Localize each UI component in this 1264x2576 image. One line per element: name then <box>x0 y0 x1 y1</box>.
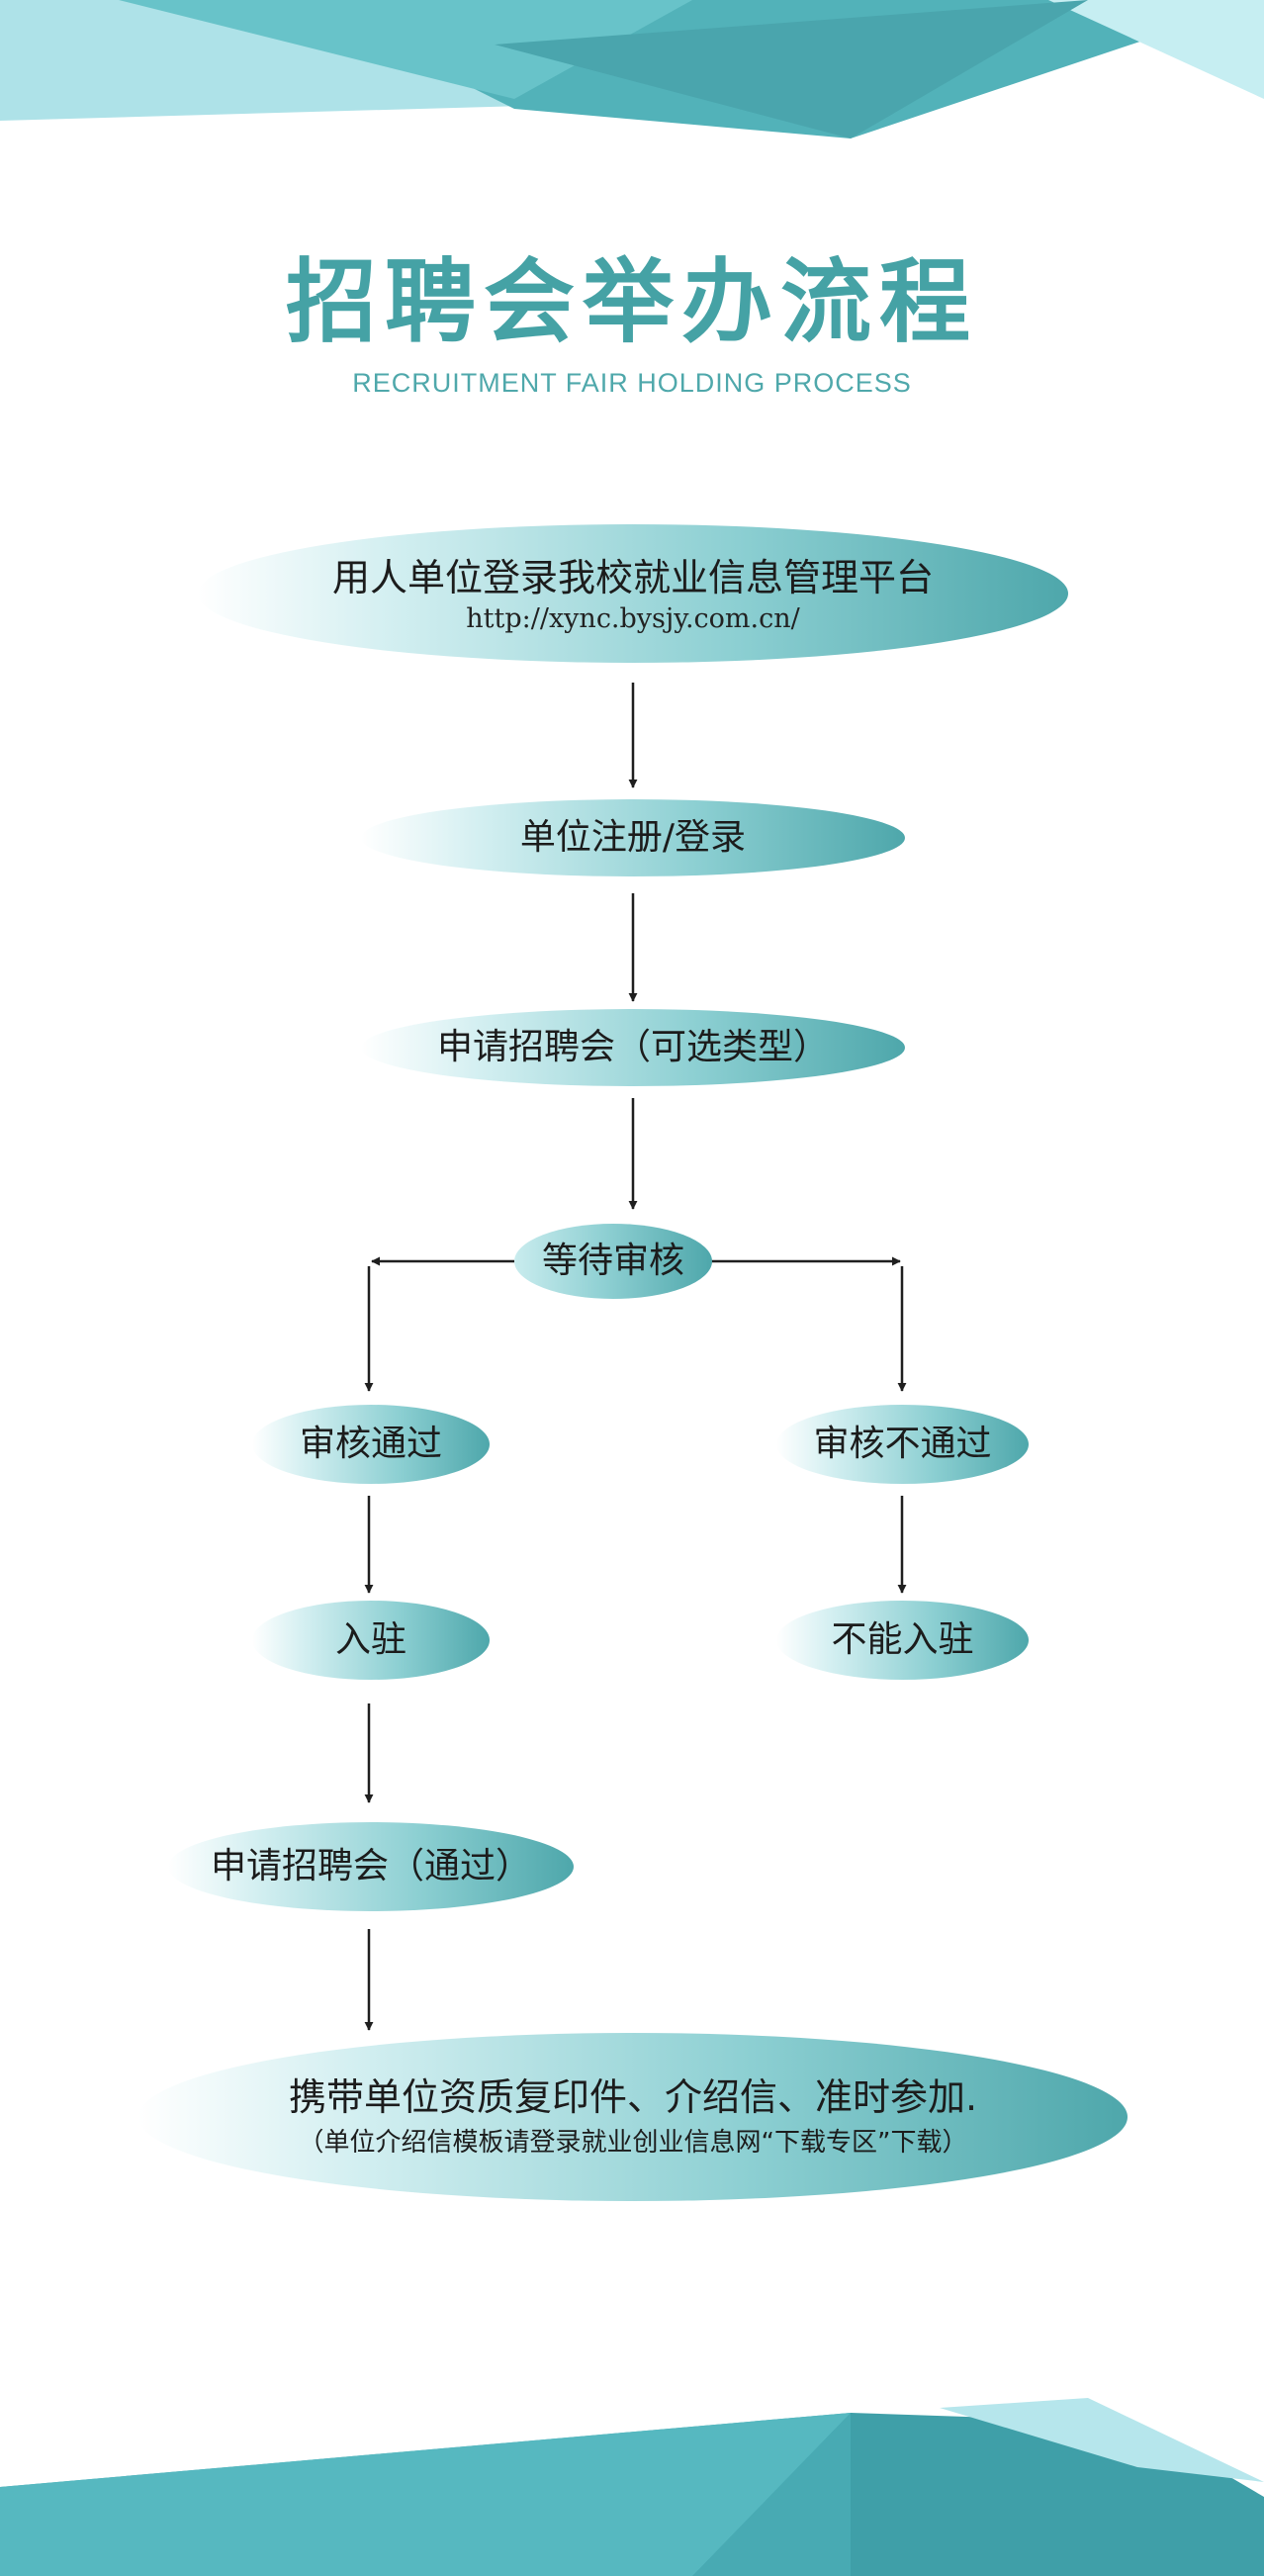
node-final-text: 携带单位资质复印件、介绍信、准时参加. <box>288 2075 978 2119</box>
node-login: 用人单位登录我校就业信息管理平台 http://xync.bysjy.com.c… <box>198 524 1068 663</box>
top-decoration <box>0 0 1264 138</box>
node-pass-text: 审核通过 <box>299 1424 442 1464</box>
node-register-text: 单位注册/登录 <box>519 817 747 858</box>
node-final: 携带单位资质复印件、介绍信、准时参加. （单位介绍信模板请登录就业创业信息网“下… <box>138 2033 1128 2201</box>
node-settle: 入驻 <box>252 1601 490 1680</box>
node-wait-text: 等待审核 <box>541 1241 684 1281</box>
node-pass: 审核通过 <box>252 1405 490 1484</box>
node-apply: 申请招聘会（可选类型） <box>361 1009 905 1086</box>
page-subtitle: RECRUITMENT FAIR HOLDING PROCESS <box>352 368 912 398</box>
node-apply-pass-text: 申请招聘会（通过） <box>210 1846 531 1886</box>
node-no-settle: 不能入驻 <box>776 1601 1029 1680</box>
node-settle-text: 入驻 <box>334 1619 406 1660</box>
node-no-settle-text: 不能入驻 <box>831 1619 974 1660</box>
node-fail-text: 审核不通过 <box>813 1424 992 1464</box>
title-block: 招聘会举办流程 RECRUITMENT FAIR HOLDING PROCESS <box>0 247 1264 399</box>
node-fail: 审核不通过 <box>776 1405 1029 1484</box>
node-wait: 等待审核 <box>514 1224 712 1299</box>
node-register: 单位注册/登录 <box>361 799 905 876</box>
node-apply-text: 申请招聘会（可选类型） <box>436 1027 829 1067</box>
node-login-text: 用人单位登录我校就业信息管理平台 <box>331 555 934 599</box>
bottom-decoration <box>0 2398 1264 2576</box>
page-title: 招聘会举办流程 <box>285 248 978 355</box>
node-login-url: http://xync.bysjy.com.cn/ <box>466 602 800 634</box>
node-final-note: （单位介绍信模板请登录就业创业信息网“下载专区”下载） <box>298 2128 968 2158</box>
node-apply-pass: 申请招聘会（通过） <box>168 1822 574 1911</box>
